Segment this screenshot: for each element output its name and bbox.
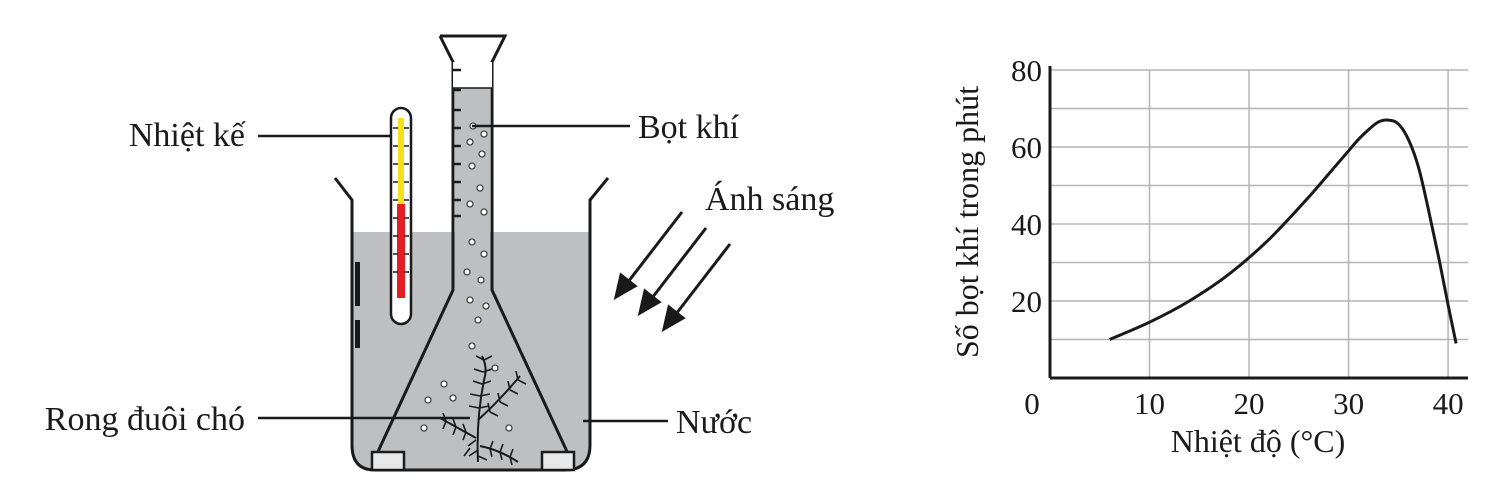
- beaker-scale: [355, 262, 360, 348]
- tube-graduations: [453, 68, 461, 218]
- support-block-right: [540, 450, 576, 472]
- x-tick-label: 10: [1134, 386, 1165, 421]
- aquatic-plant: [439, 355, 527, 466]
- chart-series-line: [1109, 118, 1458, 344]
- apparatus-diagram: Nhiệt kế Bọt khí Ánh sáng Rong đuôi chó …: [45, 34, 834, 472]
- bubbles-label: Bọt khí: [638, 109, 740, 146]
- y-tick-label: 80: [1011, 53, 1042, 88]
- x-tick-label: 30: [1333, 386, 1364, 421]
- x-axis-title: Nhiệt độ (°C): [1171, 423, 1346, 459]
- y-tick-label: 40: [1011, 207, 1042, 242]
- support-block-left: [370, 450, 406, 472]
- thermometer: [389, 106, 413, 326]
- x-tick-label: 40: [1433, 386, 1464, 421]
- y-axis-title: Số bọt khí trong phút: [949, 86, 985, 358]
- y-tick-label: 20: [1011, 284, 1042, 319]
- origin-label: 0: [1024, 386, 1040, 421]
- beaker: [333, 177, 610, 472]
- light-label: Ánh sáng: [705, 181, 834, 218]
- leader-lines: [258, 124, 668, 423]
- light-arrows: [613, 211, 732, 333]
- thermometer-label: Nhiệt kế: [129, 117, 246, 154]
- chart-axes: [1048, 66, 1468, 380]
- chart-grid: [1050, 69, 1468, 378]
- chart-ticks: 10 20 30 40 20 40 60 80: [1011, 53, 1464, 421]
- x-tick-label: 20: [1234, 386, 1265, 421]
- gas-bubbles: [420, 122, 513, 432]
- chart: 10 20 30 40 20 40 60 80 0 Nhiệt độ (°C) Số bọt …: [949, 53, 1468, 459]
- funnel-water: [386, 88, 568, 460]
- y-tick-label: 60: [1011, 130, 1042, 165]
- plant-label: Rong đuôi chó: [45, 401, 245, 438]
- water-label: Nước: [676, 404, 752, 441]
